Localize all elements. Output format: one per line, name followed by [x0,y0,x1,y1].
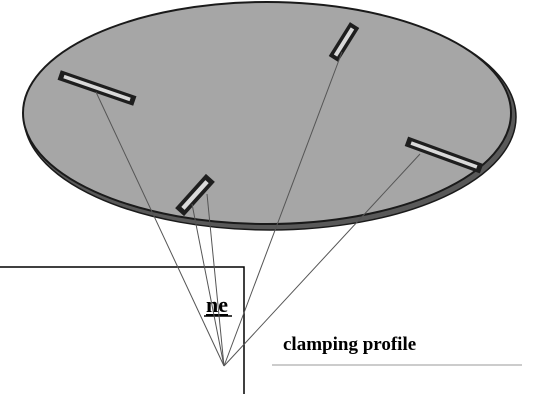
leader-line-front-slot-2 [206,193,225,367]
clamping-slot-top [328,22,360,62]
leader-line-front-slot [191,203,225,367]
clamping-profile-label: clamping profile [283,334,416,355]
clamping-slot-left [57,70,137,106]
clamping-slot-front [175,173,215,217]
leader-lines [95,51,421,367]
leader-line-left-slot [95,91,225,367]
leader-line-top-slot [223,51,343,367]
disk-face [22,1,512,225]
leader-line-right-slot [223,153,421,367]
partial-frame [0,266,245,394]
frame-label-fragment: ne [206,292,228,317]
clamping-slot-right [404,136,484,174]
